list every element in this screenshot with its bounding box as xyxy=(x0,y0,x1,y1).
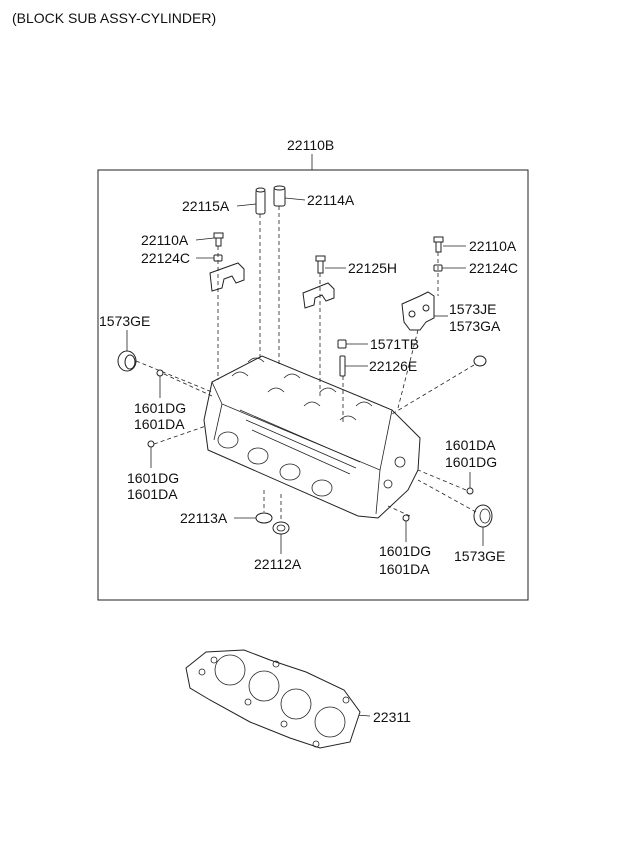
label-1601DG-d[interactable]: 1601DG xyxy=(379,543,431,559)
label-22114A[interactable]: 22114A xyxy=(307,192,355,208)
label-1601DG-c[interactable]: 1601DG xyxy=(445,454,497,470)
leader-lines xyxy=(126,197,484,717)
guide-pin-22115A[interactable] xyxy=(255,187,266,215)
plug-1601-c[interactable] xyxy=(466,487,474,495)
label-1601DG-b[interactable]: 1601DG xyxy=(127,470,179,486)
label-22110A-right[interactable]: 22110A xyxy=(469,238,517,254)
plug-1601-b[interactable] xyxy=(147,440,155,448)
label-1601DA-b[interactable]: 1601DA xyxy=(127,486,178,502)
head-gasket-22311[interactable] xyxy=(185,649,361,749)
bolt-22125H[interactable] xyxy=(315,255,326,274)
label-22125H[interactable]: 22125H xyxy=(348,260,397,276)
label-22126E[interactable]: 22126E xyxy=(369,358,417,374)
label-22311[interactable]: 22311 xyxy=(373,709,411,725)
label-1601DA-c[interactable]: 1601DA xyxy=(445,437,496,453)
assembly-label-22110B[interactable]: 22110B xyxy=(287,137,334,153)
seal-22113A[interactable] xyxy=(255,512,273,524)
seal-22112A[interactable] xyxy=(272,521,290,535)
seal-1573GE-right[interactable] xyxy=(473,504,493,528)
dowel-1571TB[interactable] xyxy=(337,339,347,349)
label-1601DG-a[interactable]: 1601DG xyxy=(134,400,186,416)
label-1571TB[interactable]: 1571TB xyxy=(370,336,419,352)
label-1601DA-d[interactable]: 1601DA xyxy=(379,561,430,577)
pin-22126E[interactable] xyxy=(339,355,346,377)
cylinder-head[interactable] xyxy=(203,355,421,519)
label-1573JE[interactable]: 1573JE xyxy=(449,301,496,317)
bolt-22110A-left[interactable] xyxy=(213,232,224,247)
cam-cap-left[interactable] xyxy=(209,262,245,292)
label-22115A[interactable]: 22115A xyxy=(182,198,230,214)
label-1573GE-right[interactable]: 1573GE xyxy=(454,548,505,564)
label-1573GE-left[interactable]: 1573GE xyxy=(99,313,150,329)
assembly-frame xyxy=(97,169,529,601)
assembly-paths xyxy=(135,206,477,522)
diagram-title: (BLOCK SUB ASSY-CYLINDER) xyxy=(12,10,216,26)
plug-1573GA[interactable] xyxy=(473,355,487,367)
label-22124C-right[interactable]: 22124C xyxy=(469,260,518,276)
label-22113A[interactable]: 22113A xyxy=(180,510,228,526)
plug-1601-a[interactable] xyxy=(156,369,164,377)
plug-1573GE-left[interactable] xyxy=(117,350,137,372)
bolt-22110A-right[interactable] xyxy=(433,236,444,253)
label-22112A[interactable]: 22112A xyxy=(254,556,302,572)
plug-1601-d[interactable] xyxy=(402,514,410,522)
part-labels: 22115A 22114A 22110A 22124C 22125H 22110… xyxy=(99,192,518,725)
label-22110A-left[interactable]: 22110A xyxy=(141,232,189,248)
label-22124C-left[interactable]: 22124C xyxy=(141,250,190,266)
label-1601DA-a[interactable]: 1601DA xyxy=(134,416,185,432)
guide-pin-22114A[interactable] xyxy=(273,185,286,207)
front-cap-1573JE[interactable] xyxy=(401,291,435,331)
cam-cap-middle[interactable] xyxy=(302,282,335,309)
label-1573GA[interactable]: 1573GA xyxy=(449,318,501,334)
